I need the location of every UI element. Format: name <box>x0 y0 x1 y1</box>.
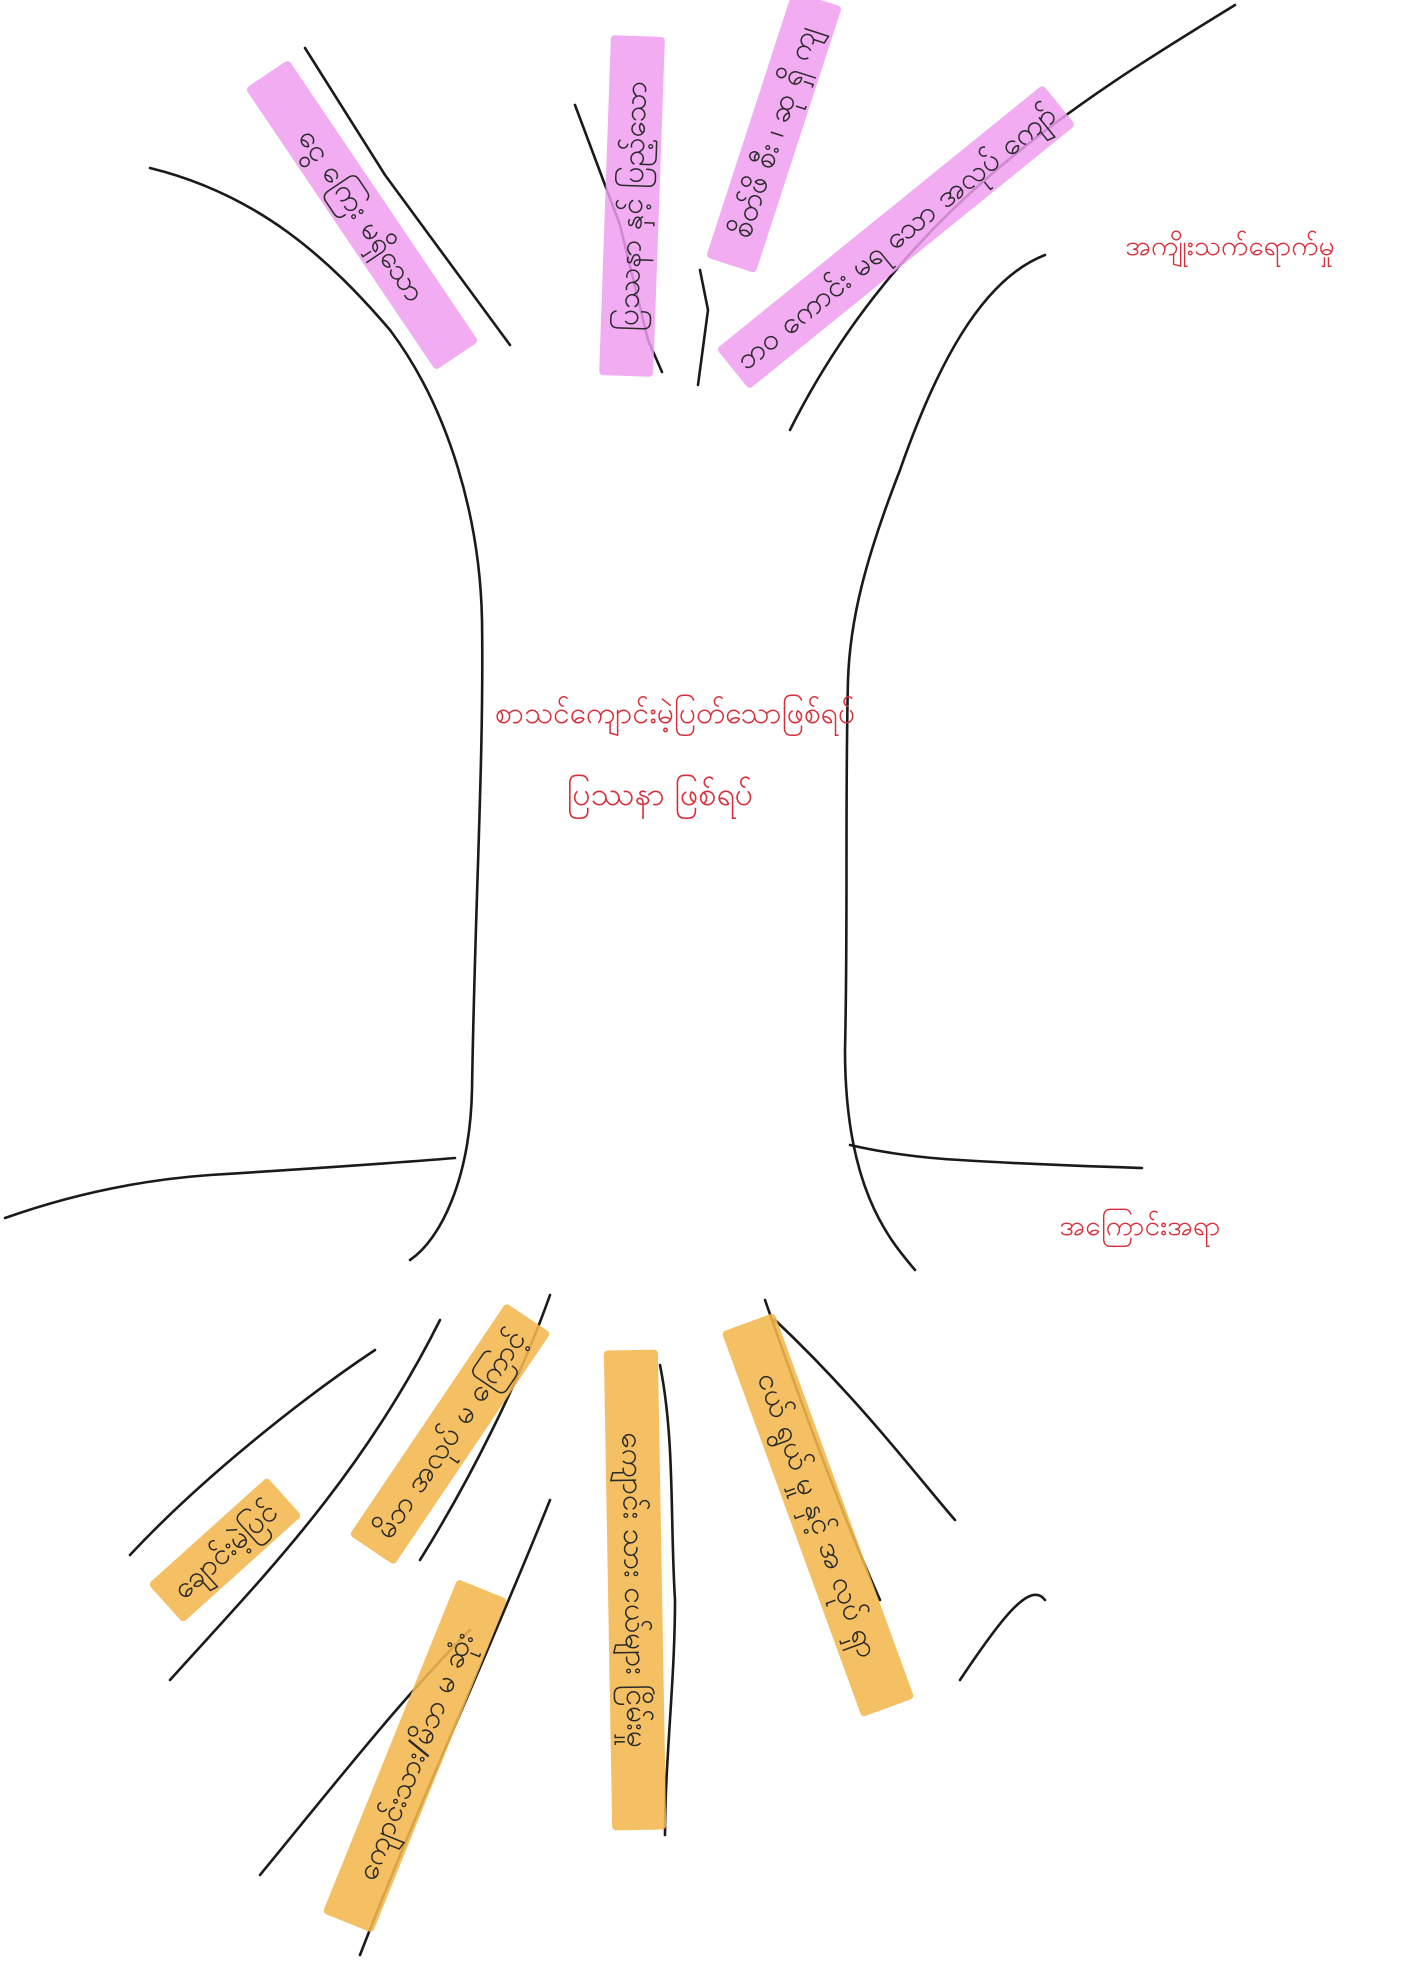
root-line-6 <box>960 1595 1045 1680</box>
root-2-label: မိဘ အလုပ် မ ကြောင့် <box>366 1322 539 1549</box>
root-2: မိဘ အလုပ် မ ကြောင့် <box>349 1303 550 1565</box>
branch-1: ငွေ ကြေး မရှိသော <box>245 60 478 371</box>
branch-1-label: ငွေ ကြေး မရှိသော <box>286 121 434 312</box>
root-3: ကျောင်းသား/မိဘ မ ဆုံး <box>323 1579 508 1933</box>
effects-label: အကျိုးသက်ရောက်မှု <box>1125 228 1334 268</box>
branch-line-3a <box>698 270 708 385</box>
problem-subtitle: ပြဿနာ ဖြစ်ရပ် <box>567 775 753 819</box>
branch-line-4a <box>790 5 1235 430</box>
problem-title: စာသင်ကျောင်းမဲ့ပြတ်သောဖြစ်ရပ် <box>495 694 855 737</box>
causes-label: အကြောင်းအရာ <box>1060 1207 1221 1248</box>
root-4: ကျောင်း သား ငယ်များ ငြိမ်းမှု <box>604 1350 666 1831</box>
branch-3: စိတ်ဖိ စီး ၊ ဆု ရှိ ကျ <box>706 0 842 273</box>
ground-root-right <box>850 1145 1142 1168</box>
ground-root-left <box>5 1158 455 1218</box>
trunk-right-outline <box>845 255 1045 1270</box>
branch-2: ပြဿနာ နှင့် ပြည့်သော <box>599 35 665 377</box>
root-5: ငယ် ရွယ် မှု နှင့် အ လုပ် ရှာ <box>722 1313 915 1717</box>
root-1: ချောင်းမဲ့ပြင် <box>148 1477 302 1623</box>
root-3-label: ကျောင်းသား/မိဘ မ ဆုံး <box>350 1627 487 1888</box>
root-1-label: ချောင်းမဲ့ပြင် <box>164 1493 289 1611</box>
